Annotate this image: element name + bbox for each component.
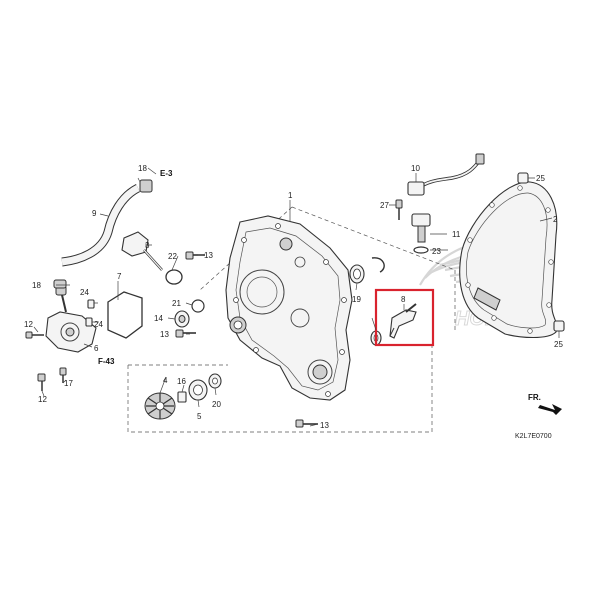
hose-clamp-18 xyxy=(139,179,153,193)
gasket-dowel-25-bottom xyxy=(553,320,565,332)
callout-21: 21 xyxy=(172,299,181,308)
callout-12b: 12 xyxy=(38,395,47,404)
front-direction-arrow xyxy=(538,404,562,415)
cap-3 xyxy=(121,231,163,271)
bolt-12-bottom xyxy=(37,373,46,391)
callout-24b: 24 xyxy=(94,320,103,329)
mechanical-seal-5 xyxy=(188,379,208,401)
water-pump-cover-6 xyxy=(45,285,97,353)
o-ring-22 xyxy=(165,269,183,285)
front-arrow-label: FR. xyxy=(528,393,541,402)
o-ring-23 xyxy=(413,246,429,254)
bolt-27 xyxy=(395,199,403,220)
ref-f43: F-43 xyxy=(98,357,115,366)
callout-18a: 18 xyxy=(138,164,147,173)
bolt-13-bottom xyxy=(295,419,318,428)
oil-seal-20 xyxy=(208,373,222,389)
water-hose-9 xyxy=(61,183,141,267)
callout-25b: 25 xyxy=(554,340,563,349)
callout-14: 14 xyxy=(154,314,163,323)
dowel-24-lower xyxy=(85,317,93,327)
gasket-tab xyxy=(473,287,501,311)
washer-21 xyxy=(191,299,205,313)
callout-13b: 13 xyxy=(160,330,169,339)
callout-23: 23 xyxy=(432,247,441,256)
bolt-13-top xyxy=(185,251,205,260)
callout-27: 27 xyxy=(380,201,389,210)
ref-e3: E-3 xyxy=(160,169,173,178)
bolt-12-left xyxy=(25,331,44,339)
diagram-code: K2L7E0700 xyxy=(515,433,552,440)
callout-10: 10 xyxy=(411,164,420,173)
callout-7: 7 xyxy=(117,272,122,281)
cap-18-left xyxy=(53,279,67,289)
plug-14 xyxy=(174,310,190,328)
callout-20: 20 xyxy=(212,400,221,409)
callout-22: 22 xyxy=(168,252,177,261)
cover-gasket xyxy=(459,181,558,339)
assembly-frame-upper xyxy=(199,206,456,330)
washer-16 xyxy=(177,391,187,403)
callout-8: 8 xyxy=(401,295,406,304)
callout-3: 3 xyxy=(145,241,150,250)
callout-24a: 24 xyxy=(80,288,89,297)
leaders-25 xyxy=(528,177,560,338)
gasket-dowel-25-top xyxy=(517,172,529,184)
dowel-24-upper xyxy=(87,299,95,309)
highlight-box xyxy=(374,288,435,347)
callout-1: 1 xyxy=(288,191,293,200)
callout-19: 19 xyxy=(352,295,361,304)
right-crankcase-cover xyxy=(225,215,353,401)
callout-5: 5 xyxy=(197,412,202,421)
bolt-13-left xyxy=(175,329,196,338)
sensor-harness-10 xyxy=(407,153,485,196)
gasket-inner-edge xyxy=(466,192,548,329)
callout-17: 17 xyxy=(64,379,73,388)
speed-sensor-11 xyxy=(411,213,431,243)
circlip xyxy=(371,257,385,273)
callout-11: 11 xyxy=(452,230,461,239)
callout-13a: 13 xyxy=(204,251,213,260)
callout-9: 9 xyxy=(92,209,97,218)
oil-seal-19 xyxy=(349,264,365,284)
callout-13c: 13 xyxy=(320,421,329,430)
callout-12a: 12 xyxy=(24,320,33,329)
callout-4: 4 xyxy=(163,376,168,385)
impeller-4 xyxy=(144,392,176,420)
leaders-sensor xyxy=(389,173,448,251)
callout-2: 2 xyxy=(553,215,558,224)
water-pump-shaft-8 xyxy=(389,303,417,339)
callout-16: 16 xyxy=(177,377,186,386)
callout-18b: 18 xyxy=(32,281,41,290)
callout-6: 6 xyxy=(94,344,99,353)
leader-lines xyxy=(33,167,553,427)
pump-gasket-7 xyxy=(107,291,143,339)
assembly-frame-lower xyxy=(127,345,433,433)
callout-25a: 25 xyxy=(536,174,545,183)
bolt-17 xyxy=(59,367,67,383)
gasket-bolt-holes xyxy=(465,185,554,334)
